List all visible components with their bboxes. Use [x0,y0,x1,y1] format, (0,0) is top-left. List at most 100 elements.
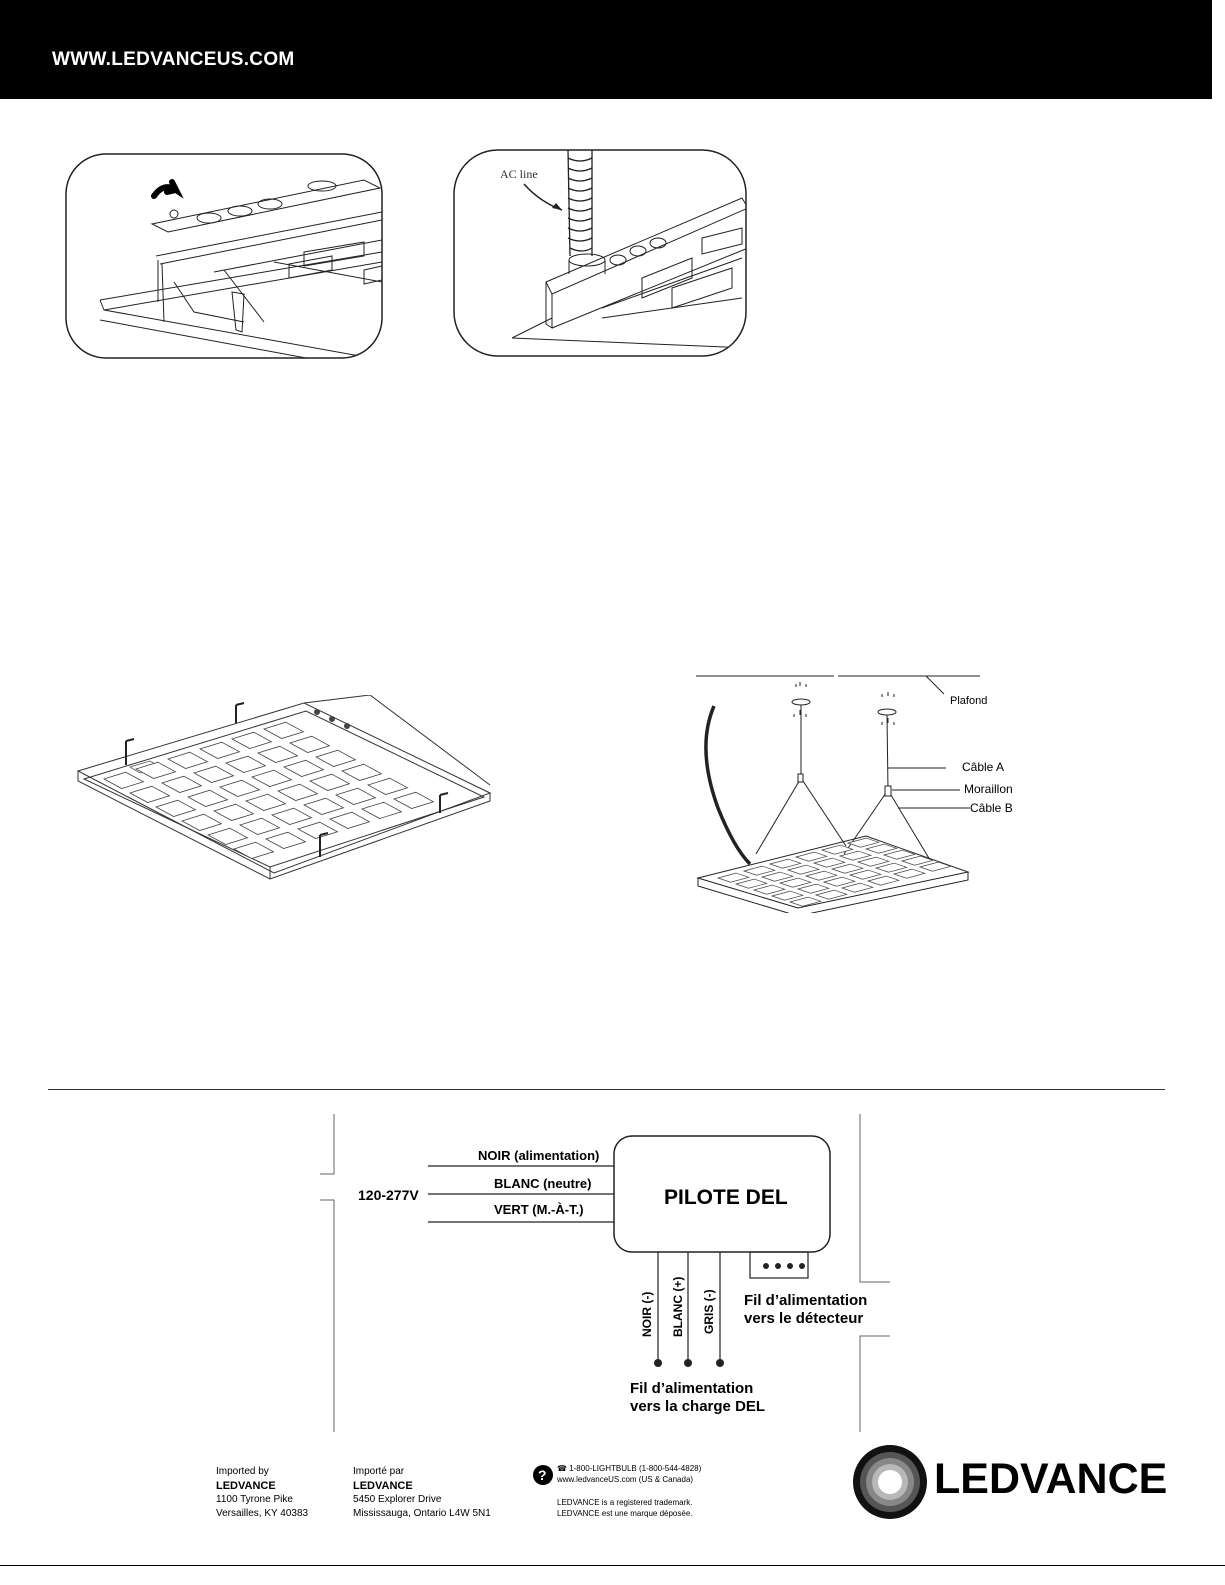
grid-cell [276,783,319,801]
grid-cell [314,749,357,767]
wiring-diagram: NOIR (alimentation) BLANC (neutre) 120-2… [320,1114,890,1432]
grid-cell [838,850,873,861]
grid-cell [820,844,855,855]
grid-cell [224,755,267,773]
ca-address-line2: Mississauga, Ontario L4W 5N1 [353,1508,491,1519]
voltage-label: 120-277V [358,1187,419,1203]
support-website[interactable]: www.ledvanceUS.com (US & Canada) [557,1475,694,1484]
grid-cell [128,785,171,803]
driver-label: PILOTE DEL [664,1186,788,1209]
wire-noir-alim: NOIR (alimentation) [478,1148,599,1163]
grid-cell [186,789,229,807]
wire-blanc-plus: BLANC (+) [671,1277,685,1337]
grid-cell [244,793,287,811]
grid-cell [198,741,241,759]
grid-cell [856,856,891,867]
grid-cell [180,813,223,831]
svg-text:?: ? [538,1467,547,1483]
grid-cell [270,807,313,825]
site-url[interactable]: WWW.LEDVANCEUS.COM [52,49,295,70]
grid-cell [302,797,345,815]
grid-cell [814,889,849,900]
grid-cell [822,876,857,887]
grid-cell [366,777,409,795]
trademark-en: LEDVANCE is a registered trademark. [557,1498,693,1507]
label-plafond: Plafond [950,695,987,707]
grid-cell [206,827,249,845]
grid-cell [160,775,203,793]
grid-cell [812,857,847,868]
wire-vert: VERT (M.-À-T.) [494,1202,584,1217]
grid-cell [874,862,909,873]
ledvance-logo-mark [853,1445,927,1519]
sensor-line-1: Fil d’alimentation [744,1292,867,1309]
figure-cover-removal [65,153,383,359]
trademark-fr: LEDVANCE est une marque déposée. [557,1509,693,1518]
grid-cell [134,761,177,779]
grid-cell [232,841,275,859]
grid-cell [786,864,821,875]
grid-cell [154,799,197,817]
wire-gris-minus: GRIS (-) [702,1289,716,1334]
figure-ac-line: AC line [453,149,747,357]
us-address-line2: Versailles, KY 40383 [216,1508,309,1519]
load-line-2: vers la charge DEL [630,1398,765,1415]
us-importer-label: Imported by [216,1466,269,1477]
grid-cell [308,773,351,791]
grid-cell [864,843,899,854]
grid-cell [846,837,881,848]
grid-cell [788,896,823,907]
grid-cell [768,858,803,869]
grid-cell [716,872,751,883]
footer-us-importer: Imported by LEDVANCE 1100 Tyrone Pike Ve… [216,1465,308,1521]
grid-cell [392,791,435,809]
label-cable-a: Câble A [962,760,1004,774]
phone-number[interactable]: ☎ 1-800-LIGHTBULB (1-800-544-4828) [557,1464,702,1473]
grid-cell [250,769,293,787]
grid-cell [256,745,299,763]
wire-blanc-neutre: BLANC (neutre) [494,1176,592,1191]
grid-cell [848,869,883,880]
grid-cell [282,759,325,777]
grid-cell [212,803,255,821]
header-edge [1210,0,1212,99]
grid-cell [262,721,305,739]
grid-cell [102,771,145,789]
footer-contact: ☎ 1-800-LIGHTBULB (1-800-544-4828) www.l… [557,1463,701,1485]
grid-cell [840,882,875,893]
grid-cell [752,884,787,895]
ca-importer-brand: LEDVANCE [353,1480,413,1492]
grid-cell [340,763,383,781]
us-address-line1: 1100 Tyrone Pike [216,1494,293,1505]
figure-suspension: Plafond Câble A Moraillon Câble B [696,675,1013,913]
grid-cell [166,751,209,769]
footer-ca-importer: Importé par LEDVANCE 5450 Explorer Drive… [353,1465,491,1521]
ca-address-line1: 5450 Explorer Drive [353,1494,442,1505]
grid-cell [760,871,795,882]
grid-cell [230,731,273,749]
grid-cell [804,870,839,881]
label-moraillon: Moraillon [964,782,1013,796]
grid-cell [830,863,865,874]
grid-cell [360,801,403,819]
grid-cell [794,851,829,862]
grid-cell [734,878,769,889]
ca-importer-label: Importé par [353,1466,405,1477]
grid-cell [218,779,261,797]
grid-cell [288,735,331,753]
wire-noir-minus: NOIR (-) [640,1292,654,1337]
grid-cell [770,890,805,901]
grid-cell [778,877,813,888]
grid-cell [238,817,281,835]
load-line-1: Fil d’alimentation [630,1380,753,1397]
help-icon: ? [533,1465,553,1485]
ac-line-label: AC line [500,167,538,181]
grid-cell [264,831,307,849]
grid-cell [866,875,901,886]
grid-cell [334,787,377,805]
ledvance-logo-text: LEDVANCE [934,1455,1168,1503]
grid-cell [296,821,339,839]
footer-trademark: LEDVANCE is a registered trademark. LEDV… [557,1497,692,1519]
grid-cell [328,811,371,829]
figure-panel-installed [76,695,492,880]
